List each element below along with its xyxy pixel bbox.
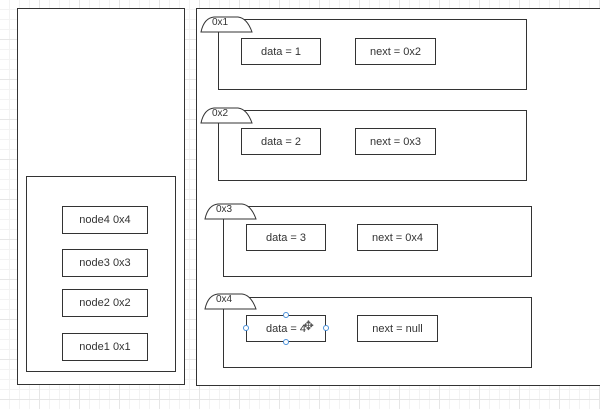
- stack-item-node4[interactable]: node4 0x4: [62, 206, 148, 234]
- selection-handle-top[interactable]: [283, 312, 289, 318]
- tab-shape: [204, 293, 257, 310]
- move-cursor-icon: ✥: [303, 318, 314, 333]
- node-address-0x2: 0x2: [211, 108, 229, 119]
- node-next-0x2[interactable]: next = 0x3: [355, 128, 436, 155]
- tab-shape: [200, 107, 253, 124]
- selection-handle-bottom[interactable]: [283, 339, 289, 345]
- node-next-0x1[interactable]: next = 0x2: [355, 38, 436, 65]
- node-data-0x2[interactable]: data = 2: [241, 128, 321, 155]
- stack-item-node1[interactable]: node1 0x1: [62, 333, 148, 361]
- node-tab-0x3[interactable]: 0x3: [204, 203, 259, 220]
- node-tab-0x4[interactable]: 0x4: [204, 293, 259, 310]
- node-next-0x4[interactable]: next = null: [357, 315, 438, 342]
- node-data-0x4[interactable]: data = 4: [246, 315, 326, 342]
- selection-handle-right[interactable]: [323, 325, 329, 331]
- node-address-0x3: 0x3: [215, 204, 233, 215]
- stack-item-node2[interactable]: node2 0x2: [62, 289, 148, 317]
- node-data-0x1[interactable]: data = 1: [241, 38, 321, 65]
- tab-shape: [204, 203, 257, 220]
- node-tab-0x1[interactable]: 0x1: [200, 16, 255, 33]
- stack-item-node3[interactable]: node3 0x3: [62, 249, 148, 277]
- selection-handle-left[interactable]: [243, 325, 249, 331]
- node-next-0x3[interactable]: next = 0x4: [357, 224, 438, 251]
- node-data-0x3[interactable]: data = 3: [246, 224, 326, 251]
- node-address-0x1: 0x1: [211, 17, 229, 28]
- node-address-0x4: 0x4: [215, 294, 233, 305]
- tab-shape: [200, 16, 253, 33]
- node-tab-0x2[interactable]: 0x2: [200, 107, 255, 124]
